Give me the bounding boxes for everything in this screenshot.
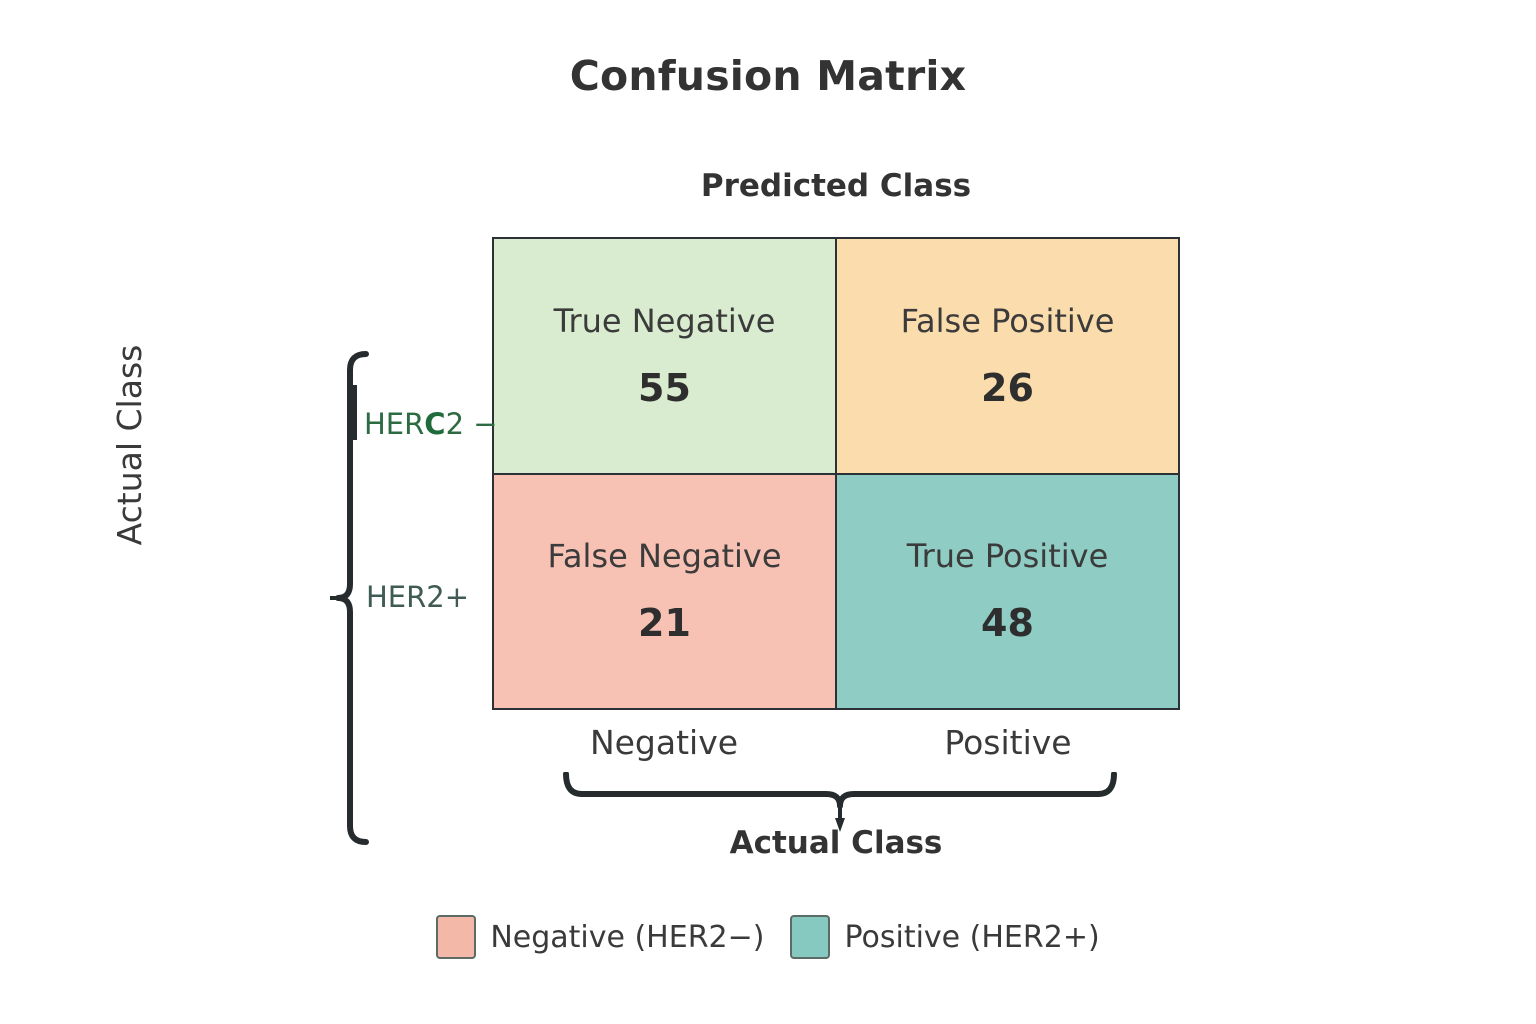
predicted-class-axis-title: Predicted Class bbox=[700, 168, 972, 204]
row-tick-her2-negative: HERC2 − bbox=[364, 407, 498, 441]
cell-true-negative[interactable]: True Negative 55 bbox=[494, 239, 835, 473]
cell-value: 26 bbox=[981, 365, 1034, 410]
legend-swatch-negative bbox=[436, 915, 477, 959]
actual-class-bottom-axis-title: Actual Class bbox=[729, 825, 943, 861]
cell-value: 55 bbox=[638, 365, 691, 410]
row-tick-marker bbox=[353, 385, 357, 440]
cell-value: 21 bbox=[638, 601, 691, 646]
cell-value: 48 bbox=[981, 601, 1034, 646]
legend-item-negative[interactable]: Negative (HER2−) bbox=[436, 915, 764, 959]
cell-true-positive[interactable]: True Positive 48 bbox=[837, 474, 1178, 708]
actual-class-left-brace bbox=[330, 351, 369, 845]
row-tick-suffix: 2 − bbox=[445, 407, 498, 441]
cell-label: True Positive bbox=[906, 537, 1109, 576]
legend-swatch-positive bbox=[790, 915, 831, 959]
actual-class-bottom-brace bbox=[563, 772, 1117, 832]
actual-class-left-axis-title: Actual Class bbox=[110, 344, 149, 546]
page-title: Confusion Matrix bbox=[569, 52, 967, 100]
cell-false-negative[interactable]: False Negative 21 bbox=[494, 474, 835, 708]
cell-label: False Negative bbox=[547, 537, 782, 576]
legend: Negative (HER2−) Positive (HER2+) bbox=[0, 915, 1536, 959]
row-tick-accent: C bbox=[424, 407, 446, 441]
column-tick-negative: Negative bbox=[589, 723, 739, 762]
legend-label-negative: Negative (HER2−) bbox=[490, 919, 765, 955]
legend-item-positive[interactable]: Positive (HER2+) bbox=[790, 915, 1100, 959]
confusion-matrix: True Negative 55 False Positive 26 False… bbox=[492, 237, 1180, 710]
row-tick-her2-positive: HER2+ bbox=[366, 580, 470, 614]
cell-label: True Negative bbox=[553, 301, 776, 340]
cell-false-positive[interactable]: False Positive 26 bbox=[837, 239, 1178, 473]
legend-label-positive: Positive (HER2+) bbox=[844, 919, 1100, 955]
column-tick-positive: Positive bbox=[944, 723, 1072, 762]
cell-label: False Positive bbox=[900, 301, 1115, 340]
row-tick-prefix: HER bbox=[364, 407, 425, 441]
